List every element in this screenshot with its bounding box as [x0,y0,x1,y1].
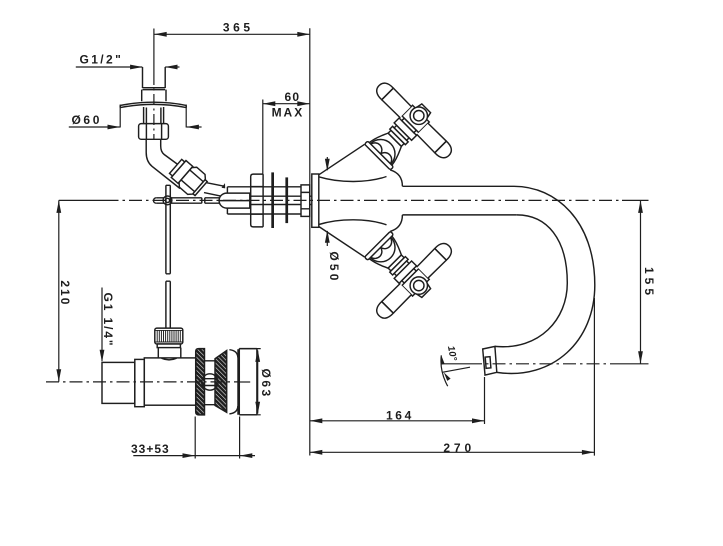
svg-text:G1 1/4": G1 1/4" [101,292,115,347]
svg-text:10°: 10° [445,345,459,362]
svg-text:Ø60: Ø60 [72,113,102,127]
svg-text:155: 155 [642,267,656,299]
svg-text:60: 60 [285,90,301,104]
svg-text:164: 164 [386,409,414,423]
svg-text:G1/2": G1/2" [80,52,124,66]
svg-text:210: 210 [58,280,72,306]
svg-text:Ø63: Ø63 [259,369,273,399]
svg-text:270: 270 [443,441,475,455]
svg-text:33+53: 33+53 [131,442,170,456]
svg-text:MAX: MAX [272,105,305,119]
svg-text:365: 365 [223,21,254,35]
svg-text:Ø50: Ø50 [327,251,341,283]
